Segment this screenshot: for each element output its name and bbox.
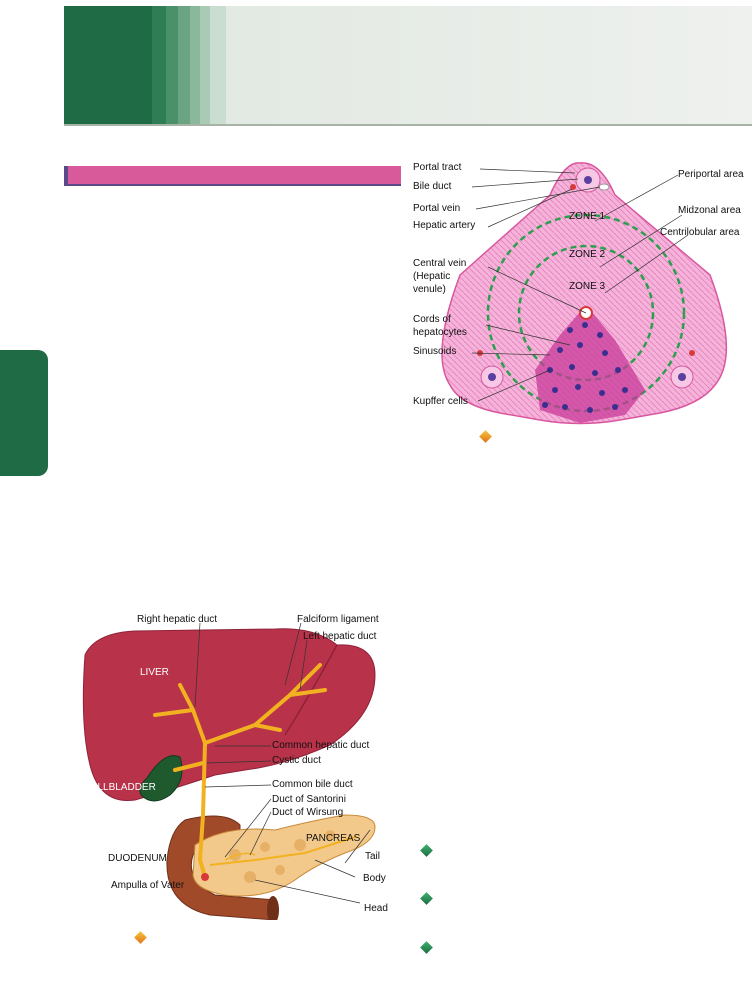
chapter-header-decoration [64,6,226,124]
label-falciform-ligament: Falciform ligament [297,614,379,625]
label-pancreas: PANCREAS [306,833,361,844]
chapter-side-tab [0,350,48,476]
label-cystic-duct: Cystic duct [272,755,321,766]
label-tail: Tail [365,851,381,862]
label-zone-2: ZONE 2 [569,249,606,260]
bullet-marker [420,844,433,857]
hepatocyte-cluster [535,305,645,423]
label-duct-of-wirsung: Duct of Wirsung [272,807,344,818]
label-bile-duct: Bile duct [413,181,452,192]
label-liver: LIVER [140,667,169,678]
label-zone-1: ZONE 1 [569,211,606,222]
label-gallbladder: GALLBLADDER [83,782,156,793]
portal-tract-top [570,167,610,193]
label-kupffer-cells: Kupffer cells [413,396,468,407]
label-head: Head [364,903,388,914]
lobule-hexagon [441,162,728,425]
gallbladder-shape [139,755,183,802]
label-duodenum: DUODENUM [108,853,167,864]
label-ampulla-of-vater: Ampulla of Vater [111,880,185,891]
label-portal-vein: Portal vein [413,203,461,214]
label-body: Body [363,873,386,884]
label-portal-tract: Portal tract [413,162,462,173]
label-centrilobular-area: Centrilobular area [660,227,740,238]
figure-caption-marker [479,430,492,443]
ampulla-mark [201,873,209,881]
label-hepatic-artery: Hepatic artery [413,220,476,231]
figure-caption-marker [134,931,147,944]
label-cords-2: hepatocytes [413,327,467,338]
header-rule [64,124,752,126]
bullet-marker [420,892,433,905]
label-central-vein: Central vein [413,258,467,269]
liver-lobule-figure [441,162,728,425]
section-heading-bar [64,166,401,186]
label-duct-of-santorini: Duct of Santorini [272,794,346,805]
label-common-hepatic-duct: Common hepatic duct [272,740,370,751]
label-periportal-area: Periportal area [678,169,744,180]
bullet-marker [420,941,433,954]
liver-shape [82,628,376,802]
portal-tract-left [477,350,504,389]
portal-tract-right [670,350,695,389]
label-right-hepatic-duct: Right hepatic duct [137,614,218,625]
label-cords: Cords of [413,314,451,325]
label-midzonal-area: Midzonal area [678,205,741,216]
label-zone-3: ZONE 3 [569,281,606,292]
label-left-hepatic-duct: Left hepatic duct [303,631,377,642]
label-common-bile-duct: Common bile duct [272,779,353,790]
biliary-tree-figure [75,615,390,920]
label-sinusoids: Sinusoids [413,346,457,357]
label-central-vein-2: (Hepatic [413,271,451,282]
label-central-vein-3: venule) [413,284,446,295]
